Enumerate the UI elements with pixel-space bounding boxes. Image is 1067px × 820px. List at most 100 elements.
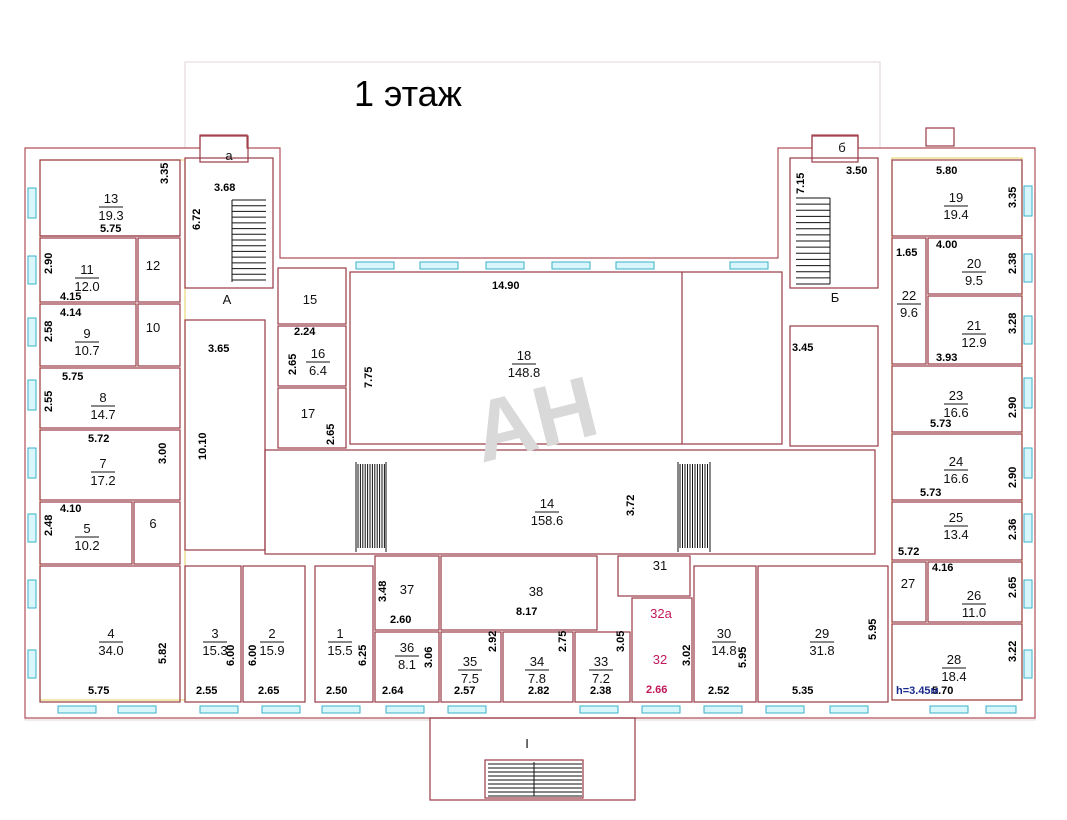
room-number: 17 bbox=[301, 406, 315, 421]
room-area: 11.0 bbox=[962, 605, 986, 620]
dimension: 5.73 bbox=[930, 418, 951, 430]
dimension: 14.90 bbox=[492, 280, 520, 292]
dimension: 3.65 bbox=[208, 343, 229, 355]
dimension: 5.95 bbox=[737, 647, 749, 668]
room-r2: 215.9 bbox=[259, 626, 284, 658]
room-r4: 434.0 bbox=[98, 626, 123, 658]
room-r7: 717.2 bbox=[90, 456, 115, 488]
room-r31: 31 bbox=[653, 558, 667, 573]
room-number: 10 bbox=[146, 320, 160, 335]
room-number: 4 bbox=[107, 626, 114, 641]
room-area: 6.4 bbox=[309, 363, 327, 378]
height-note: h=3.45м bbox=[896, 685, 939, 697]
label-b: б bbox=[838, 140, 845, 155]
room-number: 37 bbox=[400, 582, 414, 597]
dimension: 2.50 bbox=[326, 685, 347, 697]
dimension: 2.24 bbox=[294, 326, 316, 338]
room-number: 38 bbox=[529, 584, 543, 599]
room-number: 5 bbox=[83, 521, 90, 536]
dimension-labels: 3.355.752.904.154.142.585.752.555.723.00… bbox=[43, 163, 1019, 697]
room-labels: 1319.31112.012910.710814.7717.2510.26434… bbox=[74, 190, 986, 686]
dimension: 2.65 bbox=[258, 685, 279, 697]
room-area: 17.2 bbox=[90, 473, 115, 488]
dimension: 5.73 bbox=[920, 487, 941, 499]
dimension: 5.70 bbox=[932, 685, 953, 697]
dimension: 3.00 bbox=[157, 443, 169, 464]
windows bbox=[27, 185, 1033, 714]
room-r34: 347.8 bbox=[525, 654, 549, 686]
dimension: 2.48 bbox=[43, 515, 55, 536]
dimension: 3.50 bbox=[846, 165, 867, 177]
room-area: 13.4 bbox=[943, 527, 968, 542]
dimension: 2.57 bbox=[454, 685, 475, 697]
dimension: 3.05 bbox=[615, 631, 627, 652]
room-number: 26 bbox=[967, 588, 981, 603]
room-area: 10.2 bbox=[74, 538, 99, 553]
dimension: 4.00 bbox=[936, 239, 957, 251]
room-r17: 17 bbox=[301, 406, 315, 421]
room-area: 148.8 bbox=[508, 365, 541, 380]
room-r16: 166.4 bbox=[306, 346, 330, 378]
room-area: 16.6 bbox=[943, 471, 968, 486]
dimension: 3.35 bbox=[159, 163, 171, 184]
room-number: 1 bbox=[336, 626, 343, 641]
room-r25: 25 13.4 bbox=[943, 510, 968, 542]
dimension: 3.45 bbox=[792, 342, 813, 354]
page-title: 1 этаж bbox=[354, 73, 462, 114]
room-area: 15.5 bbox=[327, 643, 352, 658]
room-r26: 26 11.0 bbox=[962, 588, 986, 620]
room-number: 12 bbox=[146, 258, 160, 273]
room-area: 9.6 bbox=[900, 305, 918, 320]
room-area: 15.3 bbox=[202, 643, 227, 658]
dimension: 2.90 bbox=[1007, 467, 1019, 488]
dimension: 5.80 bbox=[936, 165, 957, 177]
room-r32a: 32а bbox=[650, 606, 672, 621]
dimension: 6.25 bbox=[357, 645, 369, 666]
dimension: 2.38 bbox=[1007, 253, 1019, 274]
room-area: 9.5 bbox=[965, 273, 983, 288]
room-r36: 368.1 bbox=[395, 640, 419, 672]
room-number: 34 bbox=[530, 654, 544, 669]
room-r8: 814.7 bbox=[90, 390, 115, 422]
room-number: 3 bbox=[211, 626, 218, 641]
room-number: 15 bbox=[303, 292, 317, 307]
dimension: 3.72 bbox=[625, 495, 637, 516]
room-number: 2 bbox=[268, 626, 275, 641]
room-r9: 910.7 bbox=[74, 326, 99, 358]
room-number: 19 bbox=[949, 190, 963, 205]
room-number: 16 bbox=[311, 346, 325, 361]
room-area: 19.4 bbox=[943, 207, 968, 222]
dimension: 6.00 bbox=[225, 645, 237, 666]
dimension: 6.72 bbox=[191, 209, 203, 230]
room-area: 12.9 bbox=[961, 335, 986, 350]
dimension: 2.75 bbox=[557, 631, 569, 652]
room-number: 28 bbox=[947, 652, 961, 667]
dimension: 4.14 bbox=[60, 307, 82, 319]
dimension: 5.72 bbox=[898, 546, 919, 558]
dimension: 6.00 bbox=[247, 645, 259, 666]
room-r12: 12 bbox=[146, 258, 160, 273]
label-i: I bbox=[525, 736, 529, 751]
dimension: 2.64 bbox=[382, 685, 404, 697]
room-area: 15.9 bbox=[259, 643, 284, 658]
room-area: 8.1 bbox=[398, 657, 416, 672]
room-area: 16.6 bbox=[943, 405, 968, 420]
dimension: 3.06 bbox=[423, 647, 435, 668]
room-area: 19.3 bbox=[98, 208, 123, 223]
room-number: 25 bbox=[949, 510, 963, 525]
dimension: 2.90 bbox=[43, 253, 55, 274]
dimension: 5.75 bbox=[100, 223, 121, 235]
dimension: 2.90 bbox=[1007, 397, 1019, 418]
room-r19: 19 19.4 bbox=[943, 190, 968, 222]
room-number: 32 bbox=[653, 652, 667, 667]
dimension: 7.15 bbox=[795, 173, 807, 194]
dimension: 2.92 bbox=[487, 631, 499, 652]
dimension: 3.93 bbox=[936, 352, 957, 364]
dimension: 4.16 bbox=[932, 562, 953, 574]
